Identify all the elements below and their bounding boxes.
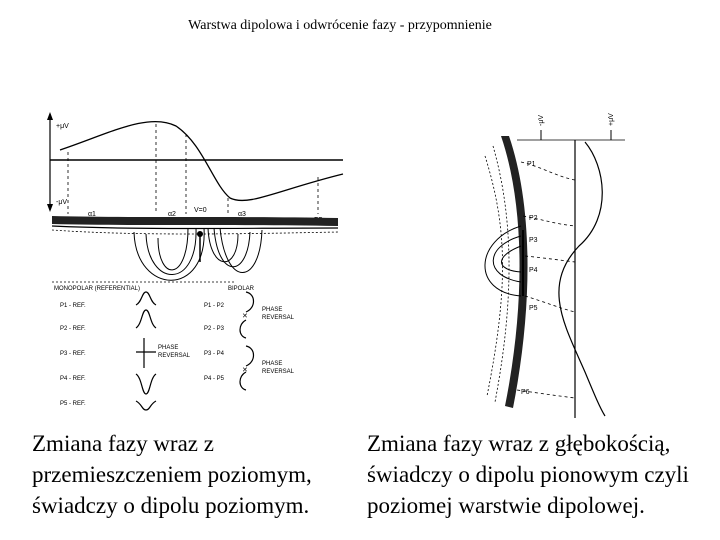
horizontal-dipole-figure: +μV -μV P1 α1 P2 α2 P3 V=0 P4 α3 P5 — [38, 112, 345, 415]
slide-title: Warstwa dipolowa i odwrócenie fazy - prz… — [188, 18, 492, 33]
axis-plus-label: +μV — [56, 123, 69, 130]
monopolar-row-label: P3 - REF. — [60, 351, 86, 357]
electrode-label: α3 — [238, 211, 246, 218]
bipolar-phase-reversal-label: REVERSAL — [262, 315, 295, 321]
axis-label: -μV — [538, 115, 545, 126]
vertical-dipole-drawing: -μV +μV P1 P2 P3 P4 P5 P6 — [484, 113, 625, 418]
zero-potential-label: V=0 — [194, 207, 207, 214]
monopolar-header: MONOPOLAR (REFERENTIAL) — [54, 286, 140, 292]
monopolar-row-label: P5 - REF. — [60, 401, 86, 407]
bipolar-phase-reversal-label: REVERSAL — [262, 369, 295, 375]
right-caption: Zmiana fazy wraz z głębokością, świadczy… — [367, 431, 689, 518]
bipolar-row-label: P3 - P4 — [204, 351, 225, 357]
svg-text:✕: ✕ — [242, 313, 248, 320]
axis-minus-label: -μV — [56, 199, 67, 206]
electrode-label: P6 — [521, 389, 530, 396]
electrode-label: α2 — [168, 211, 176, 218]
svg-text:✕: ✕ — [242, 367, 248, 374]
bipolar-row-label: P1 - P2 — [204, 303, 225, 309]
axis-label: +μV — [608, 113, 615, 126]
phase-reversal-label: REVERSAL — [158, 353, 191, 359]
electrode-label: P5 — [529, 305, 538, 312]
monopolar-row-label: P1 - REF. — [60, 303, 86, 309]
electrode-label: P1 — [527, 161, 536, 168]
bipolar-phase-reversal-label: PHASE — [262, 307, 282, 313]
vertical-dipole-figure: -μV +μV P1 P2 P3 P4 P5 P6 — [455, 96, 625, 418]
phase-reversal-label: PHASE — [158, 345, 178, 351]
electrode-label: P3 — [529, 237, 538, 244]
horizontal-dipole-drawing: +μV -μV P1 α1 P2 α2 P3 V=0 P4 α3 P5 — [47, 112, 344, 411]
electrode-label: P2 — [529, 215, 538, 222]
bipolar-header: BIPOLAR — [228, 286, 255, 292]
bipolar-row-label: P4 - P5 — [204, 376, 225, 382]
electrode-label: P4 — [529, 267, 538, 274]
electrode-label: α1 — [88, 211, 96, 218]
monopolar-row-label: P2 - REF. — [60, 326, 86, 332]
left-caption: Zmiana fazy wraz z przemieszczeniem pozi… — [32, 431, 312, 518]
monopolar-row-label: P4 - REF. — [60, 376, 86, 382]
bipolar-phase-reversal-label: PHASE — [262, 361, 282, 367]
bipolar-row-label: P2 - P3 — [204, 326, 225, 332]
